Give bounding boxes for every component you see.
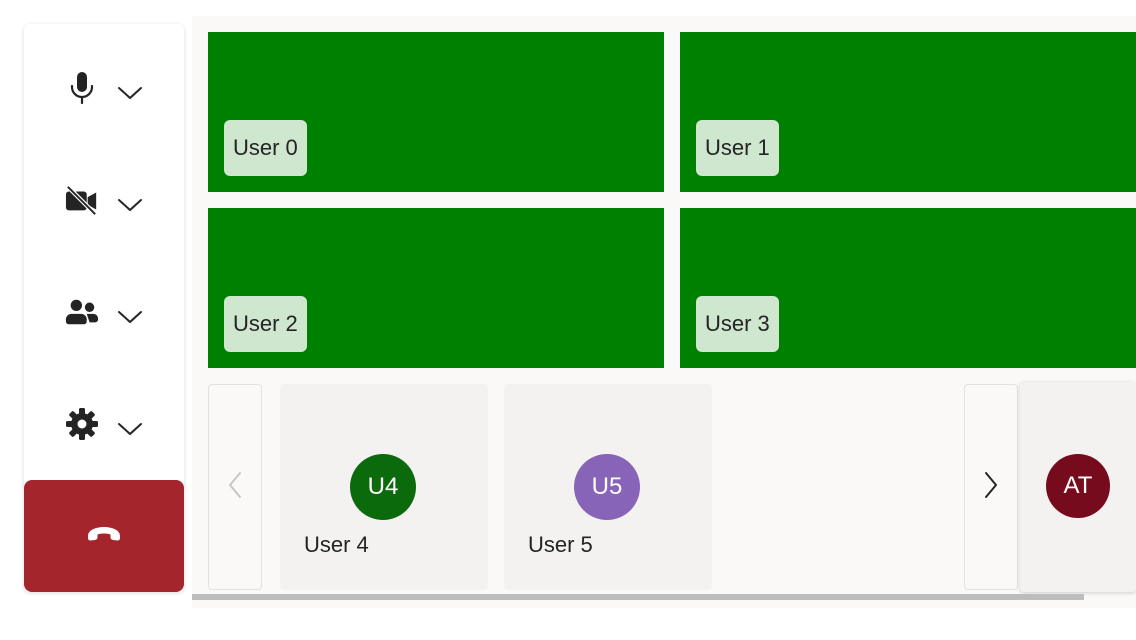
- avatar: U5: [574, 454, 640, 520]
- avatar-initials: AT: [1063, 472, 1093, 499]
- avatar-initials: U4: [367, 473, 399, 500]
- avatar-initials: U5: [591, 473, 623, 500]
- chevron-down-icon[interactable]: [117, 192, 143, 218]
- participant-name: User 5: [528, 532, 593, 557]
- horizontal-scrollbar[interactable]: [192, 594, 1084, 600]
- participant-label: User 3: [696, 296, 779, 352]
- camera-off-icon: [65, 183, 99, 217]
- chevron-down-icon[interactable]: [117, 80, 143, 106]
- settings-button[interactable]: [24, 384, 184, 464]
- microphone-icon: [65, 71, 99, 105]
- local-user-tile[interactable]: AT: [1020, 382, 1136, 592]
- end-call-button[interactable]: [24, 480, 184, 592]
- hang-up-icon: [86, 526, 122, 547]
- chevron-left-icon: [227, 471, 243, 504]
- participant-name: User 4: [304, 532, 369, 557]
- participant-label: User 1: [696, 120, 779, 176]
- video-tile[interactable]: User 2: [208, 208, 664, 368]
- camera-button[interactable]: [24, 160, 184, 240]
- gear-icon: [65, 407, 99, 441]
- people-button[interactable]: [24, 272, 184, 352]
- chevron-right-icon: [983, 471, 999, 504]
- chevron-down-icon[interactable]: [117, 304, 143, 330]
- participant-label: User 0: [224, 120, 307, 176]
- microphone-button[interactable]: [24, 48, 184, 128]
- gallery-previous-button[interactable]: [208, 384, 262, 590]
- participant-tile[interactable]: U4 User 4: [280, 384, 488, 590]
- chevron-down-icon[interactable]: [117, 416, 143, 442]
- video-tile[interactable]: User 1: [680, 32, 1136, 192]
- people-icon: [65, 295, 99, 329]
- participant-tile[interactable]: U5 User 5: [504, 384, 712, 590]
- gallery-next-button[interactable]: [964, 384, 1018, 590]
- participant-label: User 2: [224, 296, 307, 352]
- avatar: U4: [350, 454, 416, 520]
- video-gallery: User 0 User 1 User 2 User 3 U4 User 4 U5…: [192, 16, 1136, 608]
- video-tile[interactable]: User 3: [680, 208, 1136, 368]
- avatar: AT: [1046, 454, 1110, 518]
- video-tile[interactable]: User 0: [208, 32, 664, 192]
